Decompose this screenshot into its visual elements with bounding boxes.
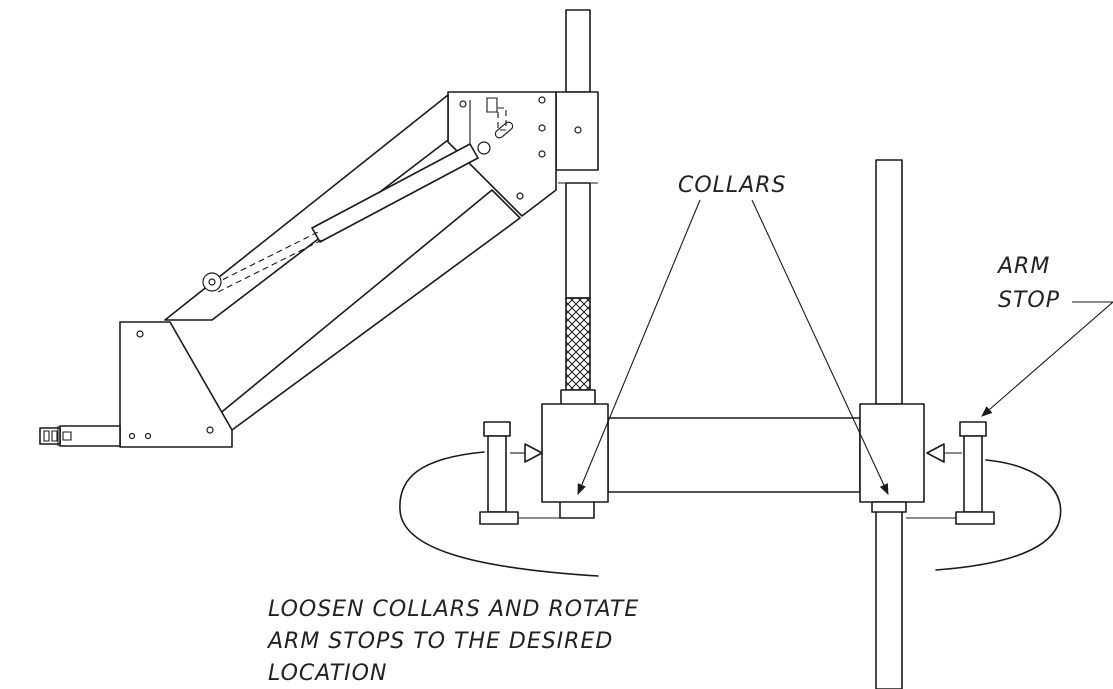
collar-leader-right: [752, 200, 888, 495]
right-post-upper: [876, 160, 902, 404]
left-collar: [542, 404, 608, 502]
connecting-bar: [608, 418, 860, 492]
lower-arm-link: [212, 190, 520, 430]
arm-stop-label-line2: STOP: [998, 288, 1060, 313]
instruction-line-2: ARM STOPS TO THE DESIRED: [266, 629, 613, 654]
lower-bracket-plate: [120, 322, 232, 447]
knurled-grip: [566, 298, 590, 390]
end-mount: [40, 426, 120, 446]
upper-arm-link: [165, 95, 448, 320]
right-post-lower: [876, 502, 902, 689]
right-arm-stop: [906, 422, 994, 524]
right-rotation-curve: [936, 460, 1061, 570]
collars-label: COLLARS: [678, 173, 787, 198]
left-rotation-curve: [400, 452, 598, 576]
left-arm-stop: [480, 422, 560, 524]
gas-spring: [203, 144, 478, 292]
instruction-line-1: LOOSEN COLLARS AND ROTATE: [268, 597, 639, 622]
collar-assembly: [400, 160, 1113, 689]
arm-stop-leader: [981, 302, 1113, 417]
collar-leader-left: [578, 200, 700, 496]
instruction-line-3: LOCATION: [268, 661, 387, 686]
right-collar: [860, 404, 924, 502]
upper-post: [558, 10, 598, 406]
articulated-arm: [40, 10, 598, 447]
arm-stop-label-line1: ARM: [996, 254, 1050, 279]
left-stop-arrow-icon: [525, 444, 542, 462]
right-stop-arrow-icon: [927, 444, 944, 462]
